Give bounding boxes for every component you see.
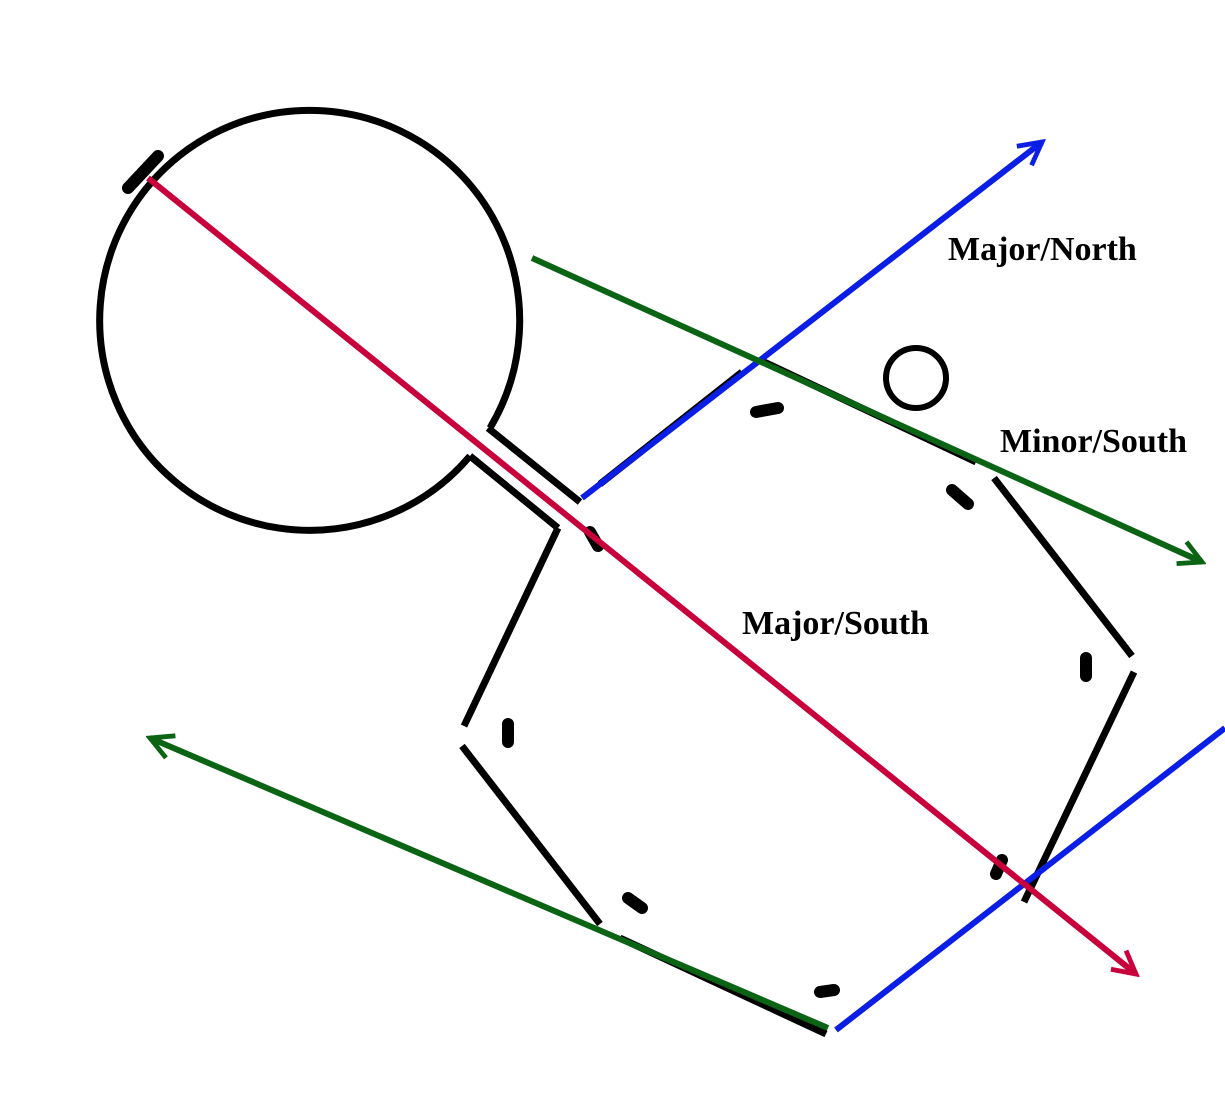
polygon-edge-left-lower [459,743,603,927]
label-minor-south: Minor/South [1000,423,1187,460]
minor-south-arrow-reverse [150,738,830,1031]
connector-lower [467,453,561,531]
major-north-line-lower [834,725,1225,1033]
large-circle [96,106,524,534]
dash-mark-6 [622,892,648,914]
polygon-edge-right-lower [1020,670,1138,904]
minor-south-arrow [530,255,1202,562]
small-circle [883,345,949,411]
major-south-arrow [146,175,1136,974]
label-major-south: Major/South [742,605,929,642]
polygon-edge-left-upper [460,526,562,728]
dash-mark-5 [814,984,840,998]
connector-upper [485,425,583,505]
dash-mark-2 [946,484,974,510]
polygon-edge-right-upper [991,475,1135,659]
label-major-north: Major/North [948,231,1137,268]
dash-mark-1 [750,402,784,418]
circle-start-mark [122,150,164,194]
major-north-arrow [580,142,1042,501]
